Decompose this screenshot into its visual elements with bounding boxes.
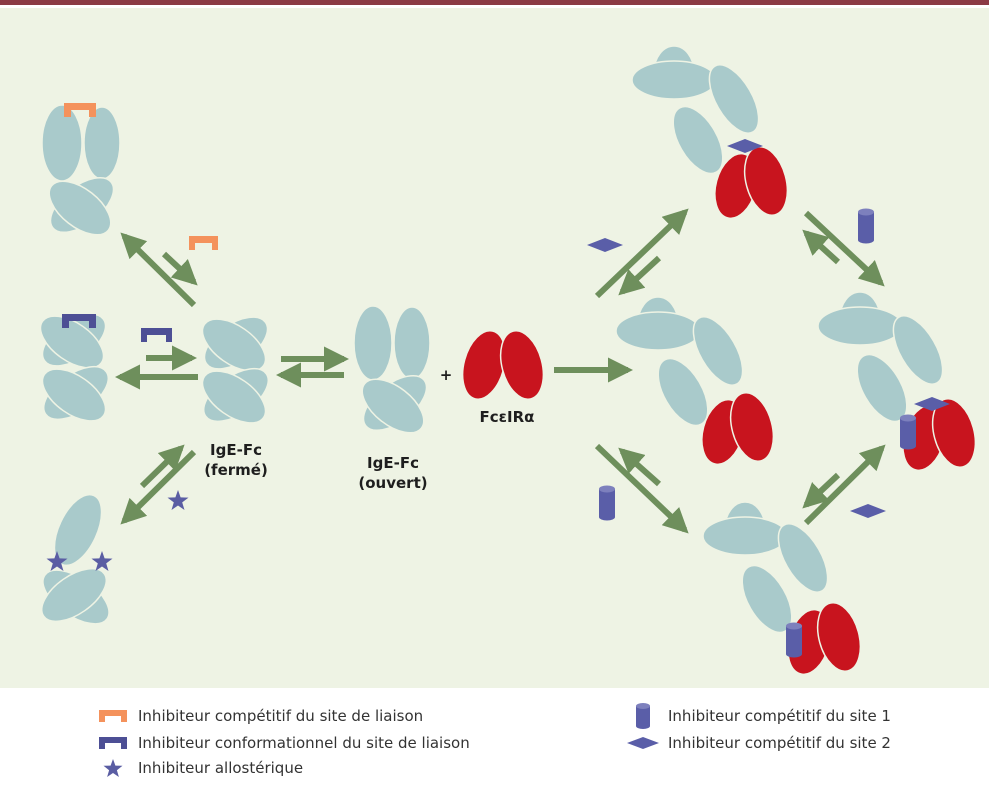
legend-competitive-site-2: Inhibiteur compétitif du site 2 <box>626 733 891 753</box>
free-allosteric-star-icon <box>167 490 189 510</box>
arrow-site1-to-double <box>803 444 886 526</box>
arrow-from-allosteric-complex <box>139 444 185 489</box>
legend-competitive-site-1-label: Inhibiteur compétitif du site 1 <box>668 707 891 725</box>
arrow-to-site2-complex <box>594 208 689 299</box>
ige-fc-open-state-label: (ouvert) <box>358 474 427 492</box>
complex-with-both-inhibitors <box>817 291 977 472</box>
legend-competitive-site-2-label: Inhibiteur compétitif du site 2 <box>668 734 891 752</box>
receptor-label: FcεIRα <box>480 408 535 426</box>
complex-with-site1-inhibitor <box>702 501 862 676</box>
ige-fc-open <box>353 305 431 434</box>
ige-inhibition-diagram: IgE-Fc (fermé) IgE-Fc (ouvert) + FcεIRα <box>39 45 977 676</box>
arrow-to-site1-complex <box>594 443 689 534</box>
ige-fc-competitive-inhibited <box>41 103 121 236</box>
site2-inhibitor-icon <box>914 397 950 411</box>
legend-competitive-site-1: Inhibiteur compétitif du site 1 <box>626 703 891 729</box>
free-site2-inhibitor-icon <box>850 504 886 518</box>
cylinder-icon <box>626 703 660 729</box>
conformational-inhibitor-icon <box>96 733 130 753</box>
top-border-bar <box>0 0 989 5</box>
arrow-site2-to-double <box>803 210 885 287</box>
site2-inhibitor-icon <box>727 139 763 153</box>
allosteric-star-icon <box>46 551 68 571</box>
site1-inhibitor-icon <box>900 414 916 450</box>
arrow-double-to-site1 <box>802 472 841 509</box>
arrow-from-site2-complex <box>618 255 662 296</box>
arrow-double-to-site2 <box>802 229 841 265</box>
legend-conformational-binding-site-label: Inhibiteur conformationnel du site de li… <box>138 734 470 752</box>
allosteric-star-icon <box>91 551 113 571</box>
free-site1-inhibitor-icon <box>599 485 615 521</box>
arrow-from-competitive-complex <box>161 251 198 286</box>
complex-with-site2-inhibitor <box>631 45 789 220</box>
arrow-to-competitive-complex <box>120 232 197 308</box>
ige-fc-closed-state-label: (fermé) <box>204 461 268 479</box>
ige-fc-open-label: IgE-Fc <box>367 454 419 472</box>
free-site1-inhibitor-icon <box>858 208 874 244</box>
fceriα-receptor <box>461 330 545 400</box>
free-competitive-inhibitor-icon <box>189 236 218 250</box>
conformational-inhibitor-icon <box>62 314 96 328</box>
legend-competitive-binding-site-label: Inhibiteur compétitif du site de liaison <box>138 707 424 725</box>
star-icon <box>96 758 130 778</box>
competitive-inhibitor-icon <box>96 706 130 726</box>
free-conformational-inhibitor-icon <box>141 328 172 342</box>
ige-fc-closed-label: IgE-Fc <box>210 441 262 459</box>
ige-fc-receptor-complex <box>615 296 775 466</box>
legend-allosteric-label: Inhibiteur allostérique <box>138 759 304 777</box>
legend-conformational-binding-site: Inhibiteur conformationnel du site de li… <box>96 733 470 753</box>
free-site2-inhibitor-icon <box>587 238 623 252</box>
site1-inhibitor-icon <box>786 622 802 658</box>
plus-sign: + <box>440 366 453 384</box>
arrow-from-site1-complex <box>618 447 661 487</box>
arrow-to-allosteric-complex <box>120 449 197 525</box>
legend-allosteric: Inhibiteur allostérique <box>96 758 303 778</box>
legend-competitive-binding-site: Inhibiteur compétitif du site de liaison <box>96 706 423 726</box>
competitive-inhibitor-icon <box>64 103 96 117</box>
ige-fc-conformational-inhibited <box>39 313 109 422</box>
diamond-icon <box>626 733 660 753</box>
ige-fc-closed <box>201 316 269 424</box>
ige-fc-allosteric-inhibited <box>41 493 113 625</box>
